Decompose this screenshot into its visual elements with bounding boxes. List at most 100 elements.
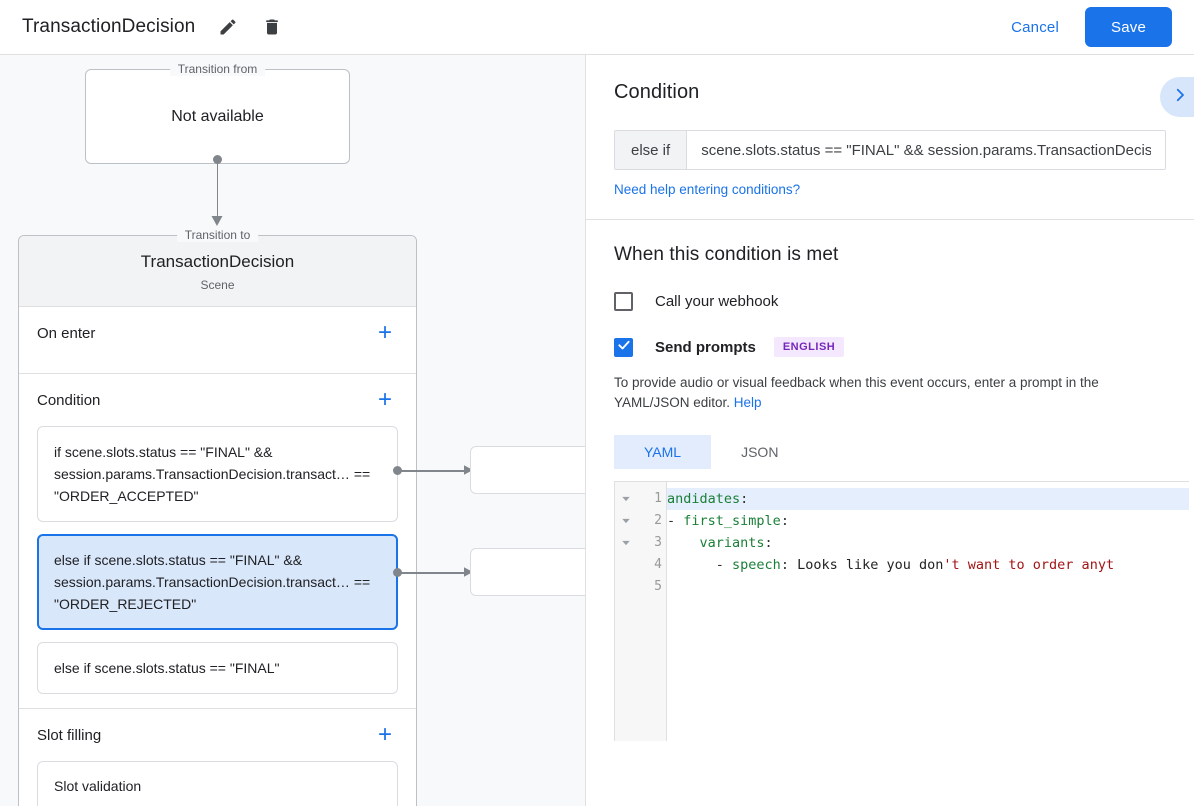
connector-line-vertical: [216, 159, 218, 219]
code-line: - first_simple:: [667, 510, 1189, 532]
target-node-accepted[interactable]: [470, 446, 585, 494]
save-button[interactable]: Save: [1085, 7, 1172, 47]
transition-from-card: Transition from Not available: [85, 62, 350, 164]
edge-dot-rejected: [393, 568, 402, 577]
add-on-enter-button[interactable]: +: [372, 319, 398, 347]
code-token: :: [764, 535, 773, 551]
code-line: [667, 576, 1189, 598]
fold-toggle-icon[interactable]: [615, 532, 637, 554]
line-number: 2: [654, 513, 662, 528]
send-prompts-label: Send prompts: [655, 338, 756, 356]
section-title-slot-filling: Slot filling: [37, 726, 102, 744]
edge-arrow-accepted: [464, 465, 473, 475]
add-slot-filling-button[interactable]: +: [372, 721, 398, 749]
yaml-code-editor[interactable]: 1 2 3 4 5 andidates:- first_simple: vari…: [614, 481, 1189, 741]
code-token: -: [667, 513, 684, 529]
call-webhook-row: Call your webhook: [614, 292, 1166, 311]
prompts-description-text: To provide audio or visual feedback when…: [614, 375, 1099, 410]
edge-line-accepted: [400, 470, 468, 472]
condition-help-link[interactable]: Need help entering conditions?: [614, 182, 801, 197]
line-number: 4: [654, 557, 662, 572]
section-header-on-enter: On enter +: [37, 307, 398, 359]
condition-prefix-label: else if: [615, 131, 688, 169]
code-token: -: [667, 557, 733, 573]
prompts-help-link[interactable]: Help: [733, 395, 762, 410]
add-condition-button[interactable]: +: [372, 386, 398, 414]
send-prompts-checkbox[interactable]: [614, 337, 633, 357]
details-panel-header: Condition else if Need help entering con…: [586, 55, 1194, 219]
transition-to-legend: Transition to: [176, 228, 259, 242]
condition-list-item[interactable]: else if scene.slots.status == "FINAL": [37, 642, 398, 694]
prompts-description: To provide audio or visual feedback when…: [614, 373, 1166, 413]
section-on-enter: On enter +: [19, 307, 416, 374]
send-prompts-row: Send prompts ENGLISH: [614, 337, 1166, 357]
tab-yaml[interactable]: YAML: [614, 435, 712, 469]
fold-toggle-icon[interactable]: [615, 488, 637, 510]
edge-dot-accepted: [393, 466, 402, 475]
panel-divider: [586, 219, 1194, 220]
condition-input-row: else if: [614, 130, 1166, 170]
code-token: [667, 535, 700, 551]
code-token: :: [780, 513, 789, 529]
section-title-on-enter: On enter: [37, 324, 96, 342]
tab-json[interactable]: JSON: [711, 435, 809, 469]
scene-card: Transition to TransactionDecision Scene …: [18, 228, 417, 806]
condition-list-item-selected[interactable]: else if scene.slots.status == "FINAL" &&…: [37, 534, 398, 630]
section-title-condition: Condition: [37, 391, 101, 409]
edit-button[interactable]: [211, 10, 245, 44]
edge-line-rejected: [400, 572, 468, 574]
flow-canvas: Transition from Not available Transition…: [0, 55, 585, 806]
code-line: variants:: [667, 532, 1189, 554]
code-token: :: [780, 557, 798, 573]
code-token: andidates: [667, 491, 741, 507]
code-token: :: [740, 491, 749, 507]
condition-list-item[interactable]: if scene.slots.status == "FINAL" && sess…: [37, 426, 398, 522]
editor-fold-column: [615, 482, 637, 741]
connector-arrow-down: [211, 216, 223, 226]
code-token: variants: [699, 535, 765, 551]
top-toolbar: TransactionDecision Cancel Save: [0, 0, 1194, 55]
code-token: speech: [732, 557, 781, 573]
language-badge: ENGLISH: [773, 337, 845, 357]
trash-icon: [262, 17, 282, 37]
pencil-icon: [218, 17, 238, 37]
code-line: - speech: Looks like you don't want to o…: [667, 554, 1189, 576]
scene-card-header: Transition to TransactionDecision Scene: [19, 228, 416, 307]
section-header-slot-filling: Slot filling +: [37, 709, 398, 761]
slot-validation-item[interactable]: Slot validation: [37, 761, 398, 806]
scene-name: TransactionDecision: [140, 252, 295, 271]
condition-expression-input[interactable]: [687, 131, 1165, 169]
fold-toggle-icon[interactable]: [615, 510, 637, 532]
line-number: 3: [654, 535, 662, 550]
cancel-button[interactable]: Cancel: [997, 10, 1073, 45]
section-condition: Condition + if scene.slots.status == "FI…: [19, 374, 416, 709]
editor-format-tabs: YAML JSON: [614, 435, 1166, 469]
panel-heading: Condition: [614, 81, 700, 103]
code-token: Looks like you don: [797, 557, 944, 573]
details-panel-body: When this condition is met Call your web…: [586, 220, 1194, 741]
code-line: andidates:: [667, 488, 1189, 510]
fold-spacer: [615, 576, 637, 598]
chevron-right-icon: [1171, 86, 1189, 109]
checkmark-icon: [617, 338, 631, 357]
delete-button[interactable]: [255, 10, 289, 44]
transition-from-legend: Transition from: [169, 62, 266, 76]
code-token: first_simple: [683, 513, 781, 529]
details-panel: Condition else if Need help entering con…: [585, 55, 1194, 806]
editor-line-numbers: 1 2 3 4 5: [637, 482, 667, 741]
section-header-condition: Condition +: [37, 374, 398, 426]
call-webhook-checkbox[interactable]: [614, 292, 633, 311]
fold-spacer: [615, 554, 637, 576]
scene-type: Scene: [200, 278, 235, 292]
section-slot-filling: Slot filling + Slot validation: [19, 709, 416, 806]
target-node-rejected[interactable]: [470, 548, 585, 596]
page-title: TransactionDecision: [22, 16, 196, 37]
line-number: 5: [654, 579, 662, 594]
edge-arrow-rejected: [464, 567, 473, 577]
transition-from-value: Not available: [171, 107, 264, 125]
collapse-panel-button[interactable]: [1160, 77, 1194, 117]
when-condition-heading: When this condition is met: [614, 244, 839, 265]
line-number: 1: [654, 491, 662, 506]
editor-code-area[interactable]: andidates:- first_simple: variants: - sp…: [667, 482, 1189, 741]
